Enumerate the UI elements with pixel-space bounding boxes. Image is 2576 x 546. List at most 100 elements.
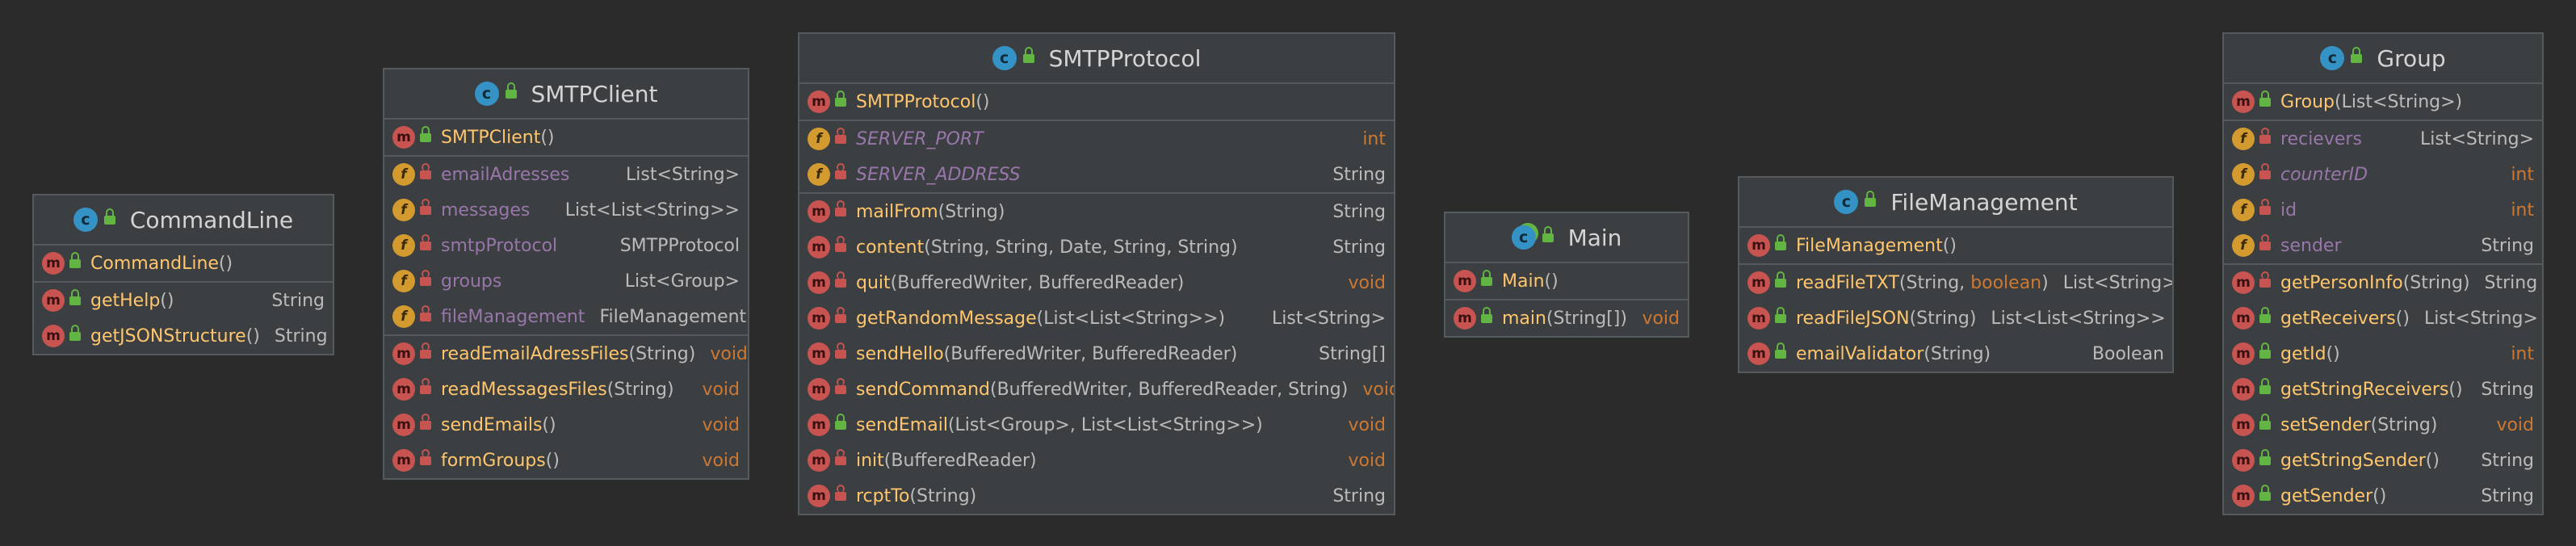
method-name: readFileJSON <box>1796 308 1910 329</box>
method-icon: m <box>2232 342 2255 365</box>
field-type: List<String> <box>626 164 740 185</box>
return-type: List<String> <box>2423 308 2538 329</box>
method-name: emailValidator <box>1796 343 1924 364</box>
method-params: () <box>542 414 556 435</box>
return-type: String <box>2484 272 2538 293</box>
field-name: id <box>2280 200 2297 220</box>
method-params: (BufferedWriter, BufferedReader) <box>890 272 1185 293</box>
method-name: FileManagement <box>1796 235 1943 256</box>
field-icon: f <box>392 163 415 186</box>
private-lock-icon <box>420 377 431 394</box>
return-type: void <box>702 379 740 400</box>
class-icon: c <box>73 208 98 232</box>
method-icon: m <box>808 378 830 401</box>
method-name: SMTPClient <box>441 127 541 148</box>
return-type: String <box>2481 379 2534 400</box>
public-visibility-icon <box>1775 271 1786 288</box>
return-type: Boolean <box>2091 343 2164 364</box>
return-type: void <box>1642 308 1680 329</box>
field-name: recievers <box>2280 128 2362 149</box>
method-name: rcptTo <box>856 485 910 506</box>
public-visibility-icon <box>69 324 81 341</box>
method-icon: m <box>2232 271 2255 294</box>
private-lock-icon <box>835 235 846 252</box>
return-type: void <box>702 414 740 435</box>
class-icon: c <box>1834 190 1859 214</box>
field-icon: f <box>2232 163 2255 186</box>
method-name: SMTPProtocol <box>856 91 976 112</box>
public-visibility-icon <box>420 125 431 142</box>
method-params: () <box>2395 308 2410 329</box>
class-icon: c <box>992 46 1017 70</box>
method-params: () <box>245 326 260 346</box>
method-icon: m <box>808 236 830 258</box>
public-visibility-icon <box>835 413 846 430</box>
private-lock-icon <box>420 162 431 179</box>
field-name: smtpProtocol <box>441 235 558 256</box>
field-name: counterID <box>2280 164 2368 185</box>
method-params: (String) <box>1924 343 1991 364</box>
private-lock-icon <box>420 342 431 359</box>
private-lock-icon <box>835 162 846 179</box>
public-visibility-icon <box>835 90 846 107</box>
field-icon: f <box>808 128 830 150</box>
private-lock-icon <box>420 448 431 465</box>
public-visibility-icon <box>69 288 81 305</box>
